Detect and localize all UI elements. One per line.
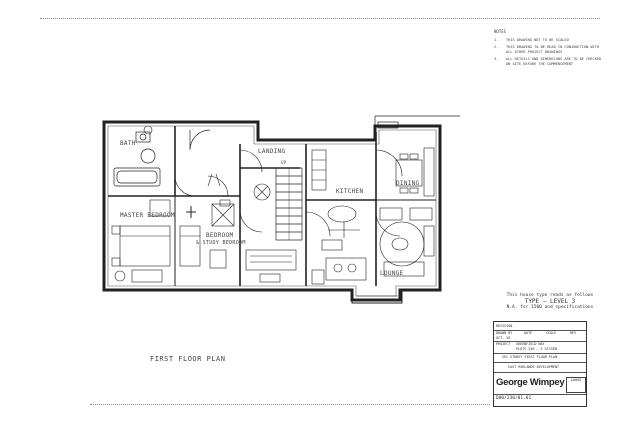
rev-label: REV — [570, 331, 577, 335]
notes-block: NOTES 1.THIS DRAWING NOT TO BE SCALED 2.… — [494, 29, 604, 70]
room-label-dining: DINING — [396, 180, 420, 187]
date-value: OCT. 20 — [496, 336, 511, 340]
plan-title: FIRST FLOOR PLAN — [150, 355, 226, 363]
revision-label: REVISION — [496, 324, 513, 328]
bay-window — [351, 290, 403, 304]
room-label-bath: BATH — [120, 140, 136, 147]
kitchen-fixtures — [311, 149, 367, 285]
note-item: 1.THIS DRAWING NOT TO BE SCALED — [494, 37, 569, 42]
room-label-study-bedroom: & STUDY BEDROOM — [196, 240, 246, 246]
drawing-title-value: SEL STOREY FIRST FLOOR PLAN — [502, 355, 558, 359]
note-item: 3.ALL DETAILS AND DIMENSIONS ARE TO BE C… — [494, 57, 602, 66]
room-label-landing: LANDING — [258, 148, 286, 155]
section-marks — [207, 173, 360, 251]
dining-fixtures — [395, 147, 435, 197]
lounge-fixtures — [379, 207, 435, 277]
note-item: 2.THIS DRAWING TO BE READ IN CONJUNCTION… — [494, 45, 600, 54]
drawing-number: D00/230/01.01 — [496, 396, 532, 401]
room-label-master-bedroom: MASTER BEDROOM — [120, 212, 175, 219]
inner-wall-lines — [107, 125, 437, 297]
sheet-border-top — [40, 18, 600, 19]
date-label: DATE — [524, 331, 533, 335]
bath-fixtures — [113, 129, 211, 187]
door-swings — [174, 149, 403, 237]
window-marker — [374, 115, 460, 130]
room-label-kitchen: KITCHEN — [336, 188, 364, 195]
brand-line: EAST MIDLANDS DEVELOPMENT — [508, 365, 560, 369]
title-block: REVISION DRAWN BY DATE SCALE REV OCT. 20… — [493, 321, 587, 407]
project-value: GREENFIELD WAY — [516, 342, 545, 346]
laing-logo: LAING — [566, 377, 586, 393]
bedroom-fixtures — [179, 203, 297, 283]
master-bedroom-fixtures — [111, 125, 171, 283]
george-wimpey-logo: George Wimpey — [496, 377, 565, 388]
notes-heading: NOTES — [494, 29, 507, 34]
sheet-border-bottom — [90, 404, 490, 405]
site-value: PLOTS 230 — 5 GTSSEW — [516, 347, 557, 351]
stair-label: UP — [281, 160, 287, 165]
drawn-by-label: DRAWN BY — [496, 331, 513, 335]
project-label: PROJECT — [496, 342, 511, 346]
room-label-bedroom: BEDROOM — [206, 232, 234, 239]
stairs — [275, 167, 303, 241]
room-label-lounge: LOUNGE — [380, 270, 404, 277]
scale-label: SCALE — [546, 331, 557, 335]
house-type-note: This house type reads as follows TYPE — … — [506, 293, 594, 310]
